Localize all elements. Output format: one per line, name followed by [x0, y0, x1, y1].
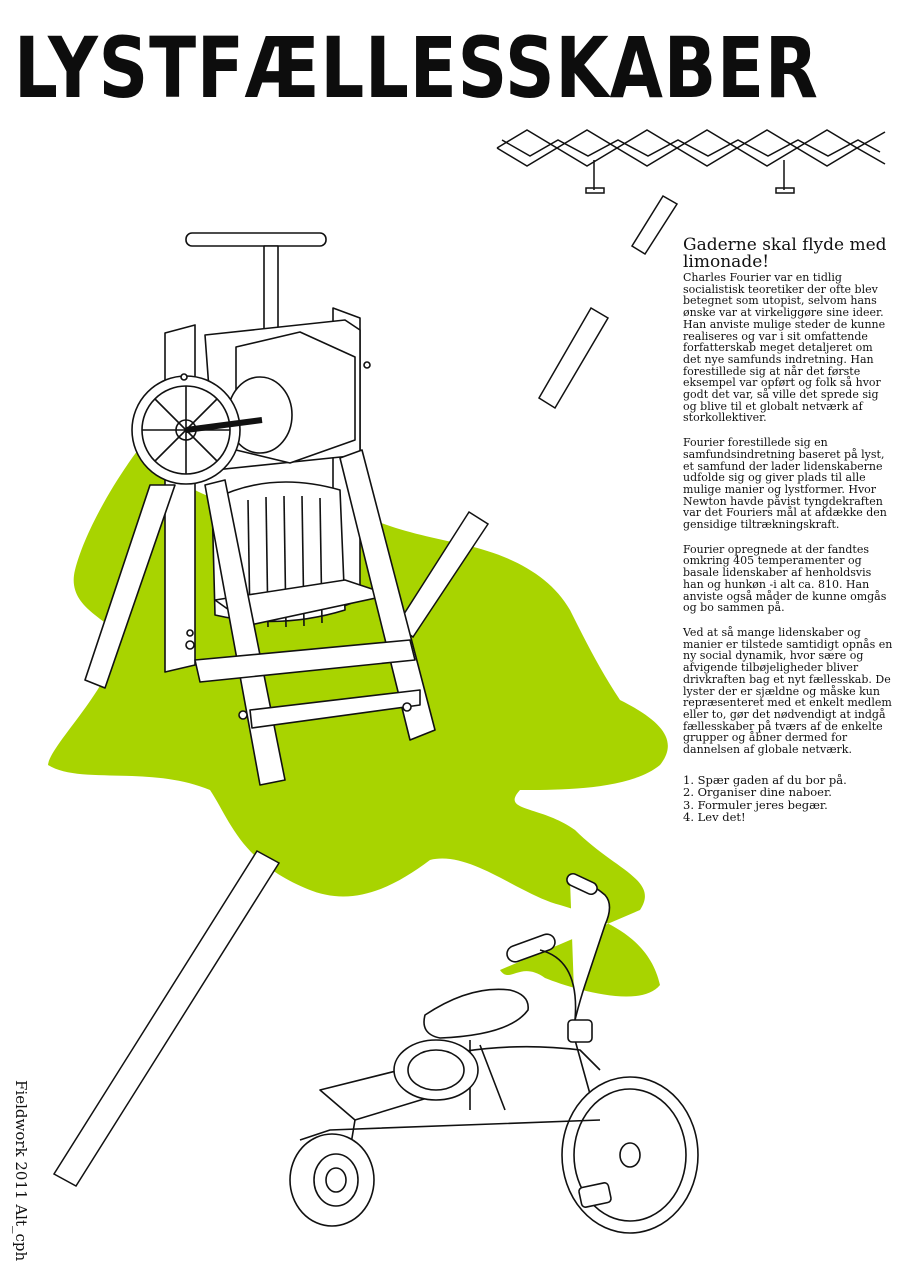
article-heading: Gaderne skal flyde med limonade!: [683, 235, 887, 272]
step-item: 2. Organiser dine naboer.: [683, 785, 832, 800]
wooden-plank-icon: [52, 194, 679, 1187]
article-paragraph: Fourier forestillede sig en samfundsindr…: [683, 436, 887, 532]
tricycle-icon: [289, 872, 699, 1234]
step-item: 3. Formuler jeres begær.: [683, 797, 828, 812]
article-paragraph: Charles Fourier var en tidlig socialisti…: [683, 271, 886, 425]
lime-splash: [48, 435, 668, 997]
poster-credit: Fieldwork 2011 Alt_cph: [12, 1080, 30, 1262]
step-item: 4. Lev det!: [683, 810, 746, 825]
step-item: 1. Spær gaden af du bor på.: [683, 772, 847, 787]
action-steps: 1. Spær gaden af du bor på. 2. Organiser…: [683, 774, 893, 824]
folding-barrier-icon: [496, 129, 886, 194]
poster-title: LYSTFÆLLESSKABER: [14, 19, 819, 117]
fruit-press-icon: [84, 232, 436, 786]
article: Gaderne skal flyde med limonade! Charles…: [683, 237, 893, 824]
article-paragraph: Ved at så mange lidenskaber og manier er…: [683, 625, 893, 757]
article-paragraph: Fourier opregnede at der fandtes omkring…: [683, 542, 887, 615]
